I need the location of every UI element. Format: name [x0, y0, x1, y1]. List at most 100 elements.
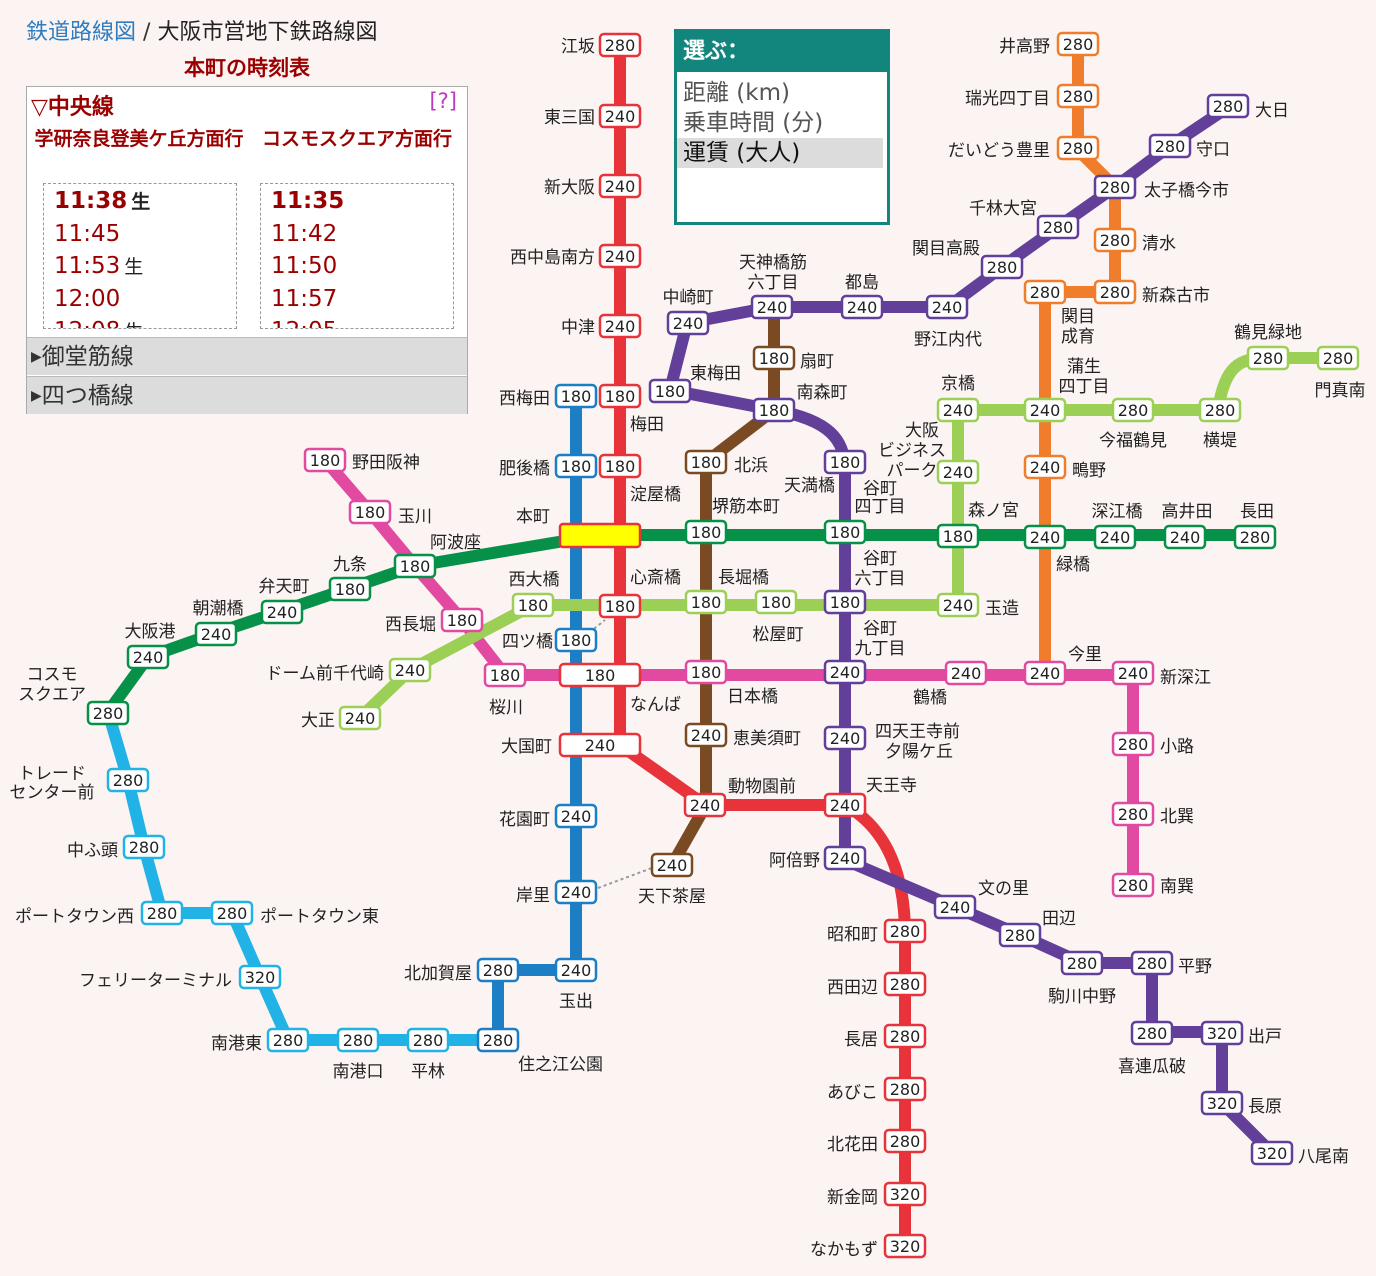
fare-box-frame — [823, 845, 867, 871]
line-toggle-yotsubashi[interactable]: ▶四つ橋線 — [27, 376, 467, 414]
station-name: ポートタウン西 — [15, 907, 134, 927]
fare-label: 240 — [561, 883, 592, 902]
time-list-cosmosquare[interactable]: 11:35 11:42 11:50 11:57 12:05 — [260, 183, 454, 329]
fare-box-frame — [936, 592, 980, 618]
station-name: 弁天町 — [259, 577, 310, 597]
fare-label: 240 — [943, 401, 974, 420]
station-name: だいどう豊里 — [948, 141, 1050, 161]
station-name: 谷町 — [863, 479, 897, 499]
fare-label: 280 — [1137, 954, 1168, 973]
station-fare-box: 280 — [1056, 83, 1100, 109]
fare-box-frame — [754, 589, 798, 615]
station-name: 北花田 — [827, 1135, 878, 1155]
fare-label: 240 — [561, 807, 592, 826]
fare-box-frame — [933, 894, 977, 920]
station-name: ビジネス — [878, 441, 946, 461]
fare-box-frame — [1023, 660, 1067, 686]
fare-label: 240 — [830, 849, 861, 868]
help-link[interactable]: [?] — [429, 89, 457, 113]
fare-label: 240 — [657, 856, 688, 875]
option-travel-time[interactable]: 乗車時間 (分) — [683, 110, 824, 136]
station-name: 九丁目 — [855, 639, 906, 659]
station-fare-box: 280 — [883, 1023, 927, 1049]
fare-box-frame — [1023, 397, 1067, 423]
station-name: 関目 — [1061, 307, 1095, 327]
station-fare-box: 240 — [936, 592, 980, 618]
route-line-sennichimae — [319, 454, 1139, 891]
fare-box-frame — [1093, 524, 1137, 550]
station-name: センター前 — [10, 783, 95, 803]
fare-label: 280 — [890, 1132, 921, 1151]
fare-box-frame — [936, 523, 980, 549]
fare-label: 240 — [932, 298, 963, 317]
departure-time: 11:50 — [271, 253, 338, 279]
station-fare-box: 180 — [684, 519, 728, 545]
fare-box-frame — [1200, 1020, 1244, 1046]
fare-box-frame — [558, 732, 642, 758]
station-fare-box: 280 — [86, 700, 130, 726]
fare-box-frame — [1111, 801, 1155, 827]
station-name: 緑橋 — [1056, 555, 1090, 575]
station-fare-box: 240 — [1093, 524, 1137, 550]
fare-box-frame — [210, 900, 254, 926]
station-name: 淀屋橋 — [630, 485, 681, 505]
station-name: 大正 — [301, 711, 335, 731]
breadcrumb-link-railmap[interactable]: 鉄道路線図 — [26, 20, 137, 45]
station-name: 大阪 — [905, 421, 939, 441]
station-fare-box: 240 — [933, 894, 977, 920]
line-toggle-chuo[interactable]: ▽中央線 — [31, 89, 114, 121]
fare-label: 280 — [1118, 876, 1149, 895]
fare-label: 280 — [1063, 35, 1094, 54]
fare-label: 320 — [890, 1237, 921, 1256]
station-name: 住之江公園 — [518, 1055, 603, 1075]
station-fare-box: 240 — [1023, 660, 1067, 686]
station-name: 新森古市 — [1142, 286, 1210, 306]
station-fare-box: 240 — [1111, 660, 1155, 686]
station-name: コスモ — [27, 665, 78, 685]
fare-label: 280 — [890, 922, 921, 941]
fare-box-frame — [1056, 31, 1100, 57]
station-name: 桜川 — [489, 698, 523, 718]
fare-box-frame — [106, 767, 150, 793]
departure-time: 11:45 — [54, 220, 121, 247]
fare-label: 240 — [690, 796, 721, 815]
fare-label: 320 — [1207, 1094, 1238, 1113]
station-fare-box: 240 — [598, 243, 642, 269]
station-name: 動物園前 — [728, 777, 796, 797]
fare-box-frame — [336, 1027, 380, 1053]
station-name: なかもず — [810, 1240, 878, 1260]
line-toggle-midosuji[interactable]: ▶御堂筋線 — [27, 337, 467, 375]
fare-label: 240 — [133, 648, 164, 667]
fare-label: 240 — [951, 664, 982, 683]
time-list-gakkennara[interactable]: 11:38生 11:45 11:53生 12:00 12:08生 — [43, 183, 237, 329]
station-name: 井高野 — [999, 37, 1050, 57]
fare-box-frame — [194, 621, 238, 647]
fare-box-frame — [650, 852, 694, 878]
fare-label: 180 — [447, 611, 478, 630]
fare-box-frame — [936, 459, 980, 485]
station-fare-box: 280 — [476, 1027, 520, 1053]
station-name: 西梅田 — [499, 389, 550, 409]
station-name: 心斎橋 — [630, 568, 681, 588]
station-fare-box: 280 — [883, 1128, 927, 1154]
station-name: 玉出 — [559, 992, 593, 1012]
station-name: 今福鶴見 — [1099, 431, 1167, 451]
fare-box-frame — [554, 957, 598, 983]
station-fare-box: 240 — [260, 599, 304, 625]
station-fare-box: 240 — [823, 792, 867, 818]
fare-box-frame — [303, 447, 347, 473]
fare-box-frame — [1111, 397, 1155, 423]
fare-label: 240 — [201, 625, 232, 644]
fare-label: 180 — [561, 457, 592, 476]
option-distance[interactable]: 距離 (km) — [683, 80, 790, 106]
station-name: 大国町 — [501, 737, 552, 757]
station-name: 中崎町 — [663, 288, 714, 308]
station-name: 中ふ頭 — [67, 841, 118, 861]
option-fare-adult[interactable]: 運賃 (大人) — [677, 138, 883, 168]
station-fare-box: 280 — [883, 918, 927, 944]
station-fare-box: 280 — [1023, 279, 1067, 305]
station-name: 都島 — [845, 273, 879, 293]
station-name: 西長堀 — [385, 615, 436, 635]
